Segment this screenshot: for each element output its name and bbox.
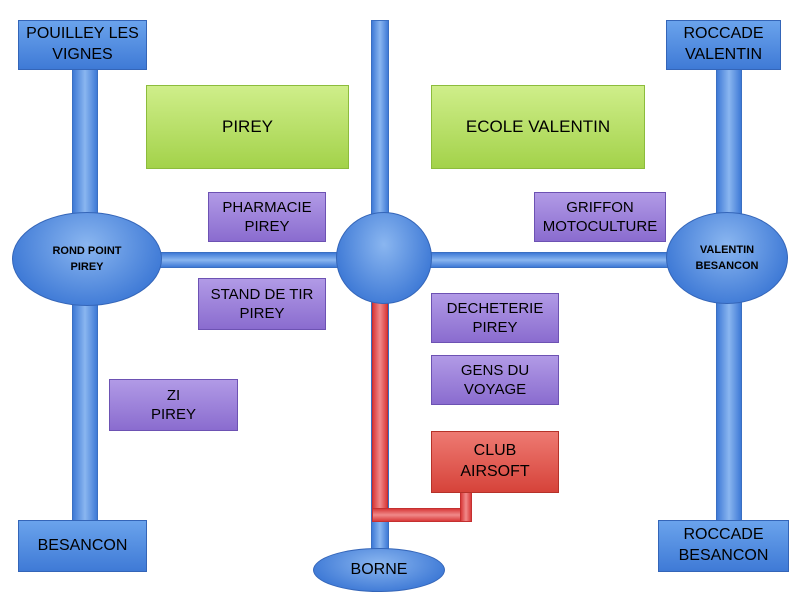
box-roccade-valentin: ROCCADE VALENTIN: [666, 20, 781, 70]
route-red-horizontal: [372, 508, 472, 522]
box-besancon: BESANCON: [18, 520, 147, 572]
landmark-pirey: PIREY: [146, 85, 349, 169]
roundabout-center: [336, 212, 432, 304]
road-center-top: [371, 20, 389, 220]
poi-griffon-motoculture: GRIFFON MOTOCULTURE: [534, 192, 666, 242]
poi-zi-pirey: ZI PIREY: [109, 379, 238, 431]
poi-stand-de-tir: STAND DE TIR PIREY: [198, 278, 326, 330]
poi-decheterie-pirey: DECHETERIE PIREY: [431, 293, 559, 343]
route-red-connector: [460, 490, 472, 522]
terminal-borne: BORNE: [313, 548, 445, 592]
roundabout-rond-point-pirey: ROND POINT PIREY: [12, 212, 162, 306]
poi-pharmacie-pirey: PHARMACIE PIREY: [208, 192, 326, 242]
box-roccade-besancon: ROCCADE BESANCON: [658, 520, 789, 572]
poi-gens-du-voyage: GENS DU VOYAGE: [431, 355, 559, 405]
destination-club-airsoft: CLUB AIRSOFT: [431, 431, 559, 493]
box-pouilley-les-vignes: POUILLEY LES VIGNES: [18, 20, 147, 70]
landmark-ecole-valentin: ECOLE VALENTIN: [431, 85, 645, 169]
route-red-vertical: [372, 300, 388, 522]
roundabout-valentin-besancon: VALENTIN BESANCON: [666, 212, 788, 304]
